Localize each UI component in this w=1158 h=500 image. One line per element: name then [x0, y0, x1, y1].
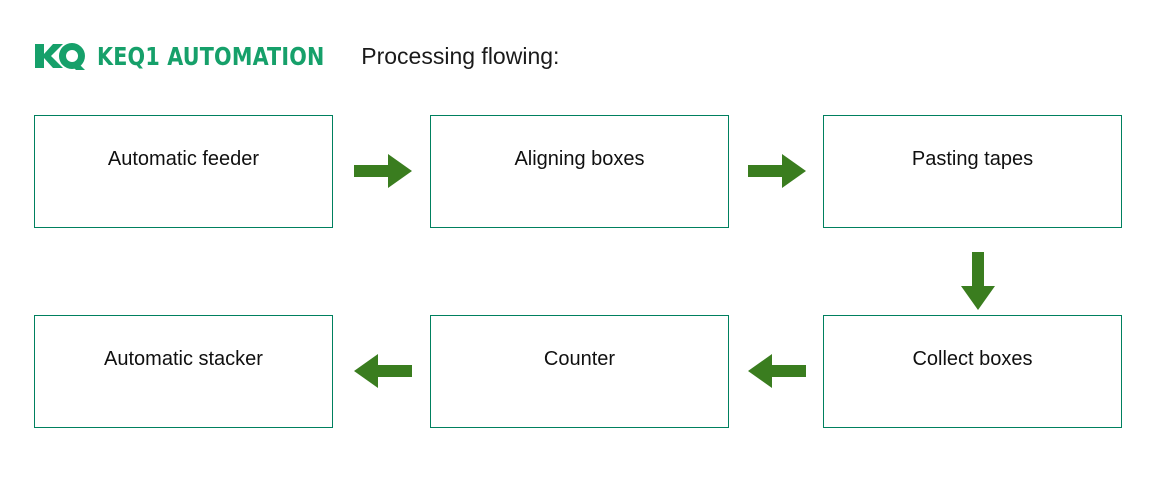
brand-name: KEQ1 AUTOMATION	[97, 41, 325, 71]
flow-node-pasting-tapes[interactable]: Pasting tapes	[823, 115, 1122, 228]
flow-node-automatic-stacker[interactable]: Automatic stacker	[34, 315, 333, 428]
flow-node-label: Automatic feeder	[107, 147, 260, 170]
flow-node-label: Counter	[543, 347, 616, 370]
kq-monogram-logo-icon	[35, 42, 85, 70]
flow-node-label: Automatic stacker	[104, 347, 263, 370]
arrow-left-icon	[748, 354, 806, 388]
page-header: KEQ1 AUTOMATION Processing flowing:	[34, 34, 559, 78]
flow-node-collect-boxes[interactable]: Collect boxes	[823, 315, 1122, 428]
arrow-right-icon	[354, 154, 412, 188]
flow-node-label: Pasting tapes	[911, 147, 1034, 170]
flow-node-aligning-boxes[interactable]: Aligning boxes	[430, 115, 729, 228]
flow-node-automatic-feeder[interactable]: Automatic feeder	[34, 115, 333, 228]
arrow-left-icon	[354, 354, 412, 388]
flow-node-label: Collect boxes	[912, 347, 1033, 370]
flow-node-label: Aligning boxes	[514, 147, 645, 170]
arrow-down-icon	[961, 252, 995, 310]
page-title: Processing flowing:	[361, 42, 560, 69]
flow-node-counter[interactable]: Counter	[430, 315, 729, 428]
arrow-right-icon	[748, 154, 806, 188]
